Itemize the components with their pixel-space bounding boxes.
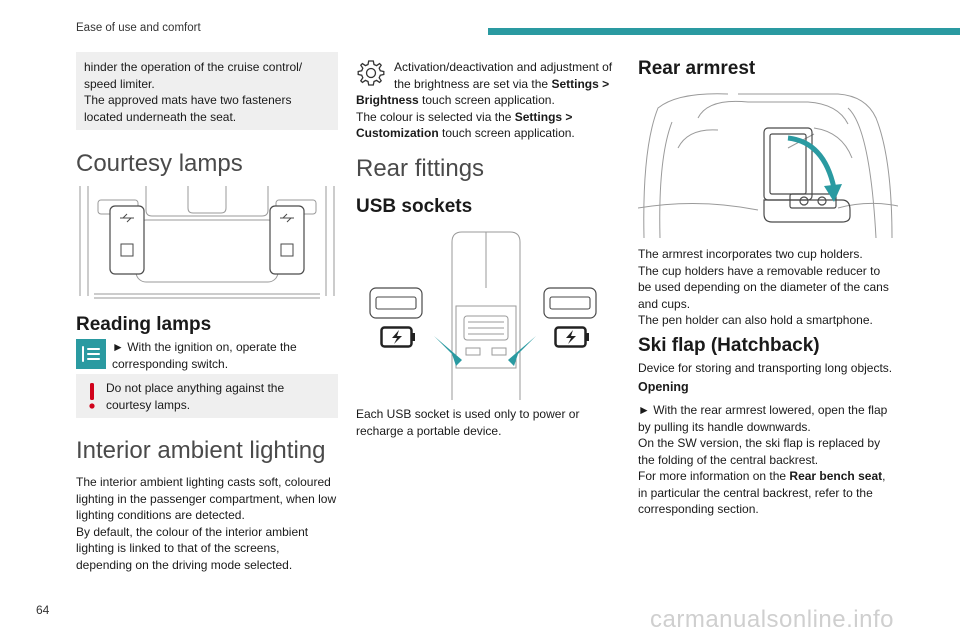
usb-sockets-heading: USB sockets bbox=[356, 196, 473, 217]
reading-lamps-step-text: ► With the ignition on, operate the corr… bbox=[112, 340, 297, 371]
rear-armrest-illustration bbox=[638, 88, 898, 238]
running-header: Ease of use and comfort bbox=[76, 22, 201, 34]
opening-subheading: Opening bbox=[638, 380, 689, 394]
gear-icon bbox=[356, 58, 386, 88]
warning-box bbox=[76, 374, 338, 418]
courtesy-lamps-illustration bbox=[76, 186, 338, 300]
rear-armrest-heading: Rear armrest bbox=[638, 58, 756, 79]
note-box bbox=[76, 52, 338, 130]
ambient-lighting-heading: Interior ambient lighting bbox=[76, 437, 326, 464]
ski-flap-heading: Ski flap (Hatchback) bbox=[638, 335, 820, 356]
reading-lamp-icon bbox=[76, 339, 106, 369]
usb-sockets-text: Each USB socket is used only to power or… bbox=[356, 407, 580, 438]
header-accent-bar bbox=[488, 28, 960, 35]
opening-text: ► With the rear armrest lowered, open th… bbox=[638, 403, 888, 516]
ambient-lighting-text: The interior ambient lighting casts soft… bbox=[76, 475, 337, 572]
note-box-text: hinder the operation of the cruise contr… bbox=[84, 60, 303, 124]
rear-fittings-heading: Rear fittings bbox=[356, 155, 485, 182]
warning-icon bbox=[87, 381, 97, 411]
rear-armrest-text: The armrest incorporates two cup holders… bbox=[638, 247, 889, 327]
courtesy-lamps-heading: Courtesy lamps bbox=[76, 150, 243, 177]
settings-note-text: Activation/deactivation and adjustment o… bbox=[356, 60, 613, 140]
usb-sockets-illustration bbox=[356, 228, 618, 400]
page-number: 64 bbox=[36, 603, 50, 617]
usb-charge-icon bbox=[554, 326, 590, 348]
ski-flap-intro: Device for storing and transporting long… bbox=[638, 361, 893, 375]
usb-charge-icon bbox=[380, 326, 416, 348]
watermark: carmanualsonline.info bbox=[650, 606, 894, 633]
reading-lamps-heading: Reading lamps bbox=[76, 314, 212, 335]
warning-text: Do not place anything against the courte… bbox=[106, 381, 285, 412]
